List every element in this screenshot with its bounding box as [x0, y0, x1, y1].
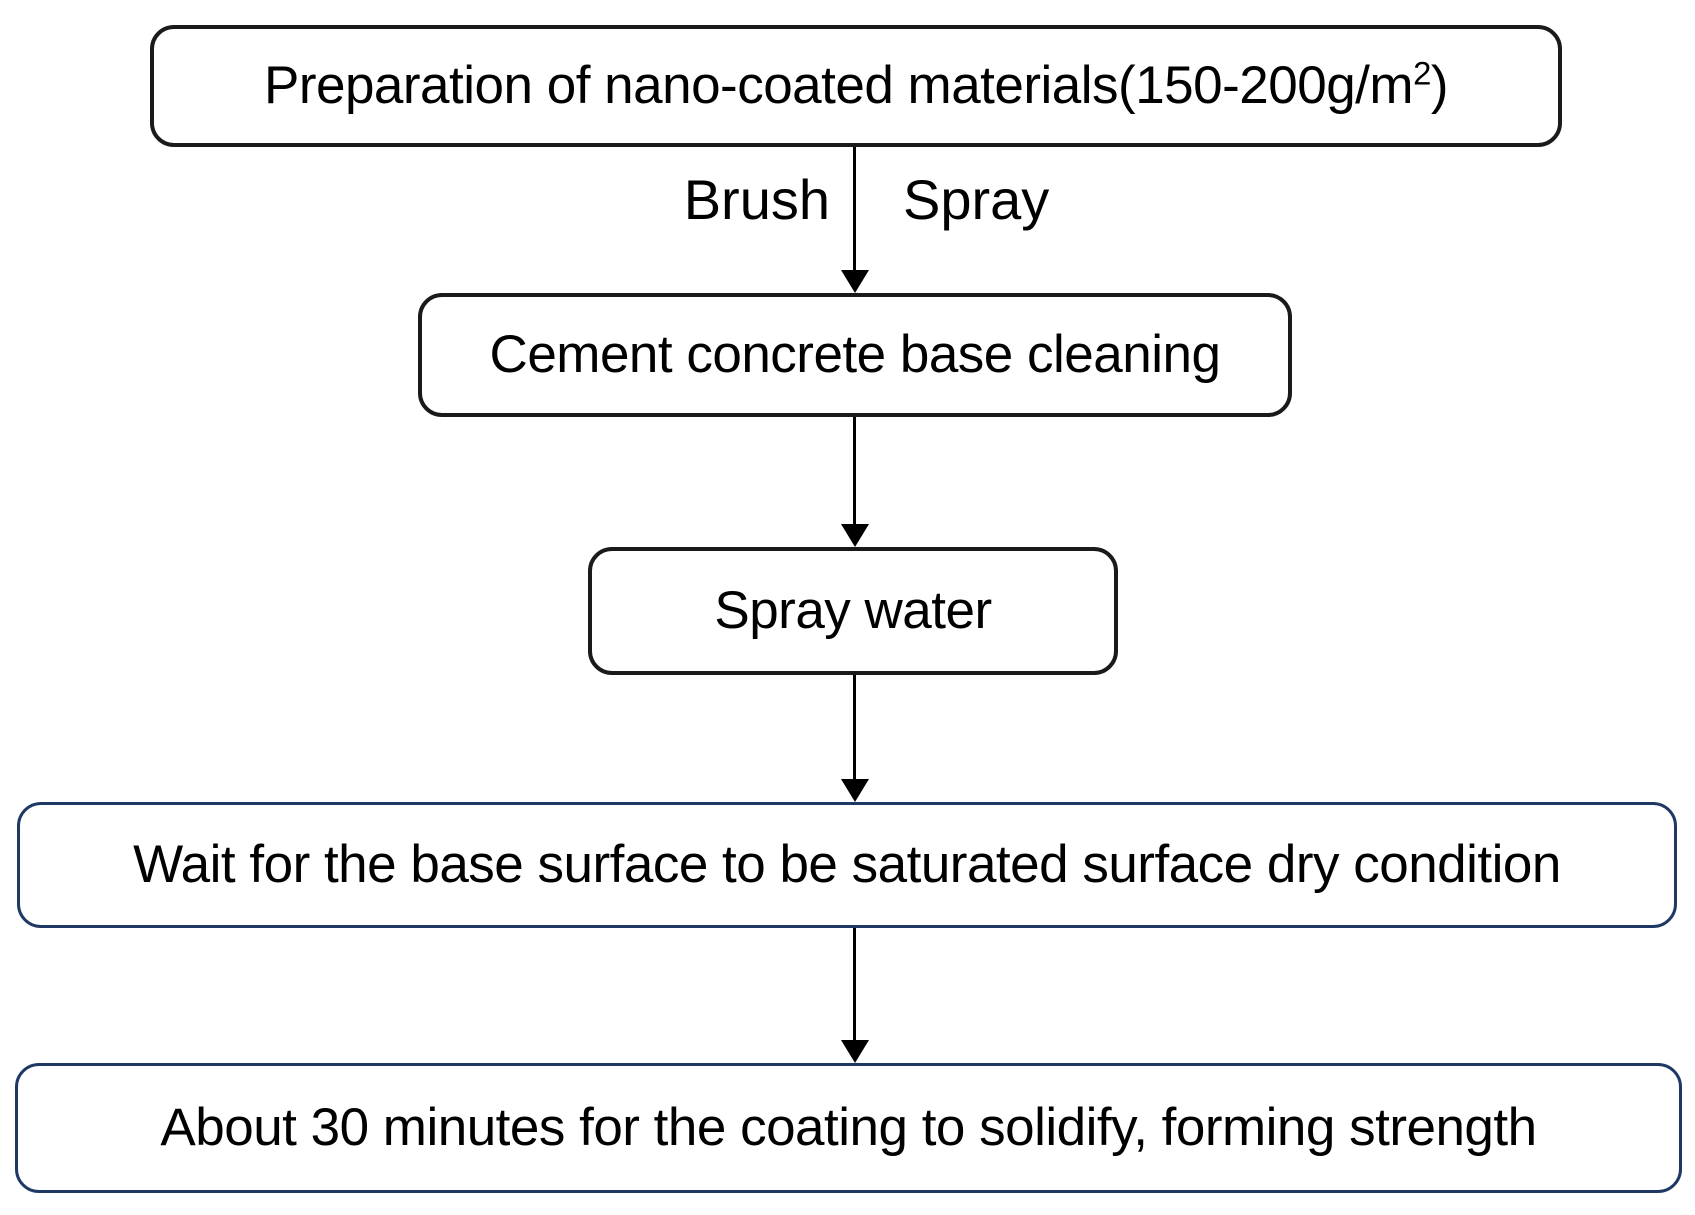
node-base-cleaning: Cement concrete base cleaning	[418, 293, 1292, 417]
connector-4-arrowhead	[841, 1040, 869, 1063]
connector-2-arrowhead	[841, 524, 869, 547]
connector-2-line	[853, 417, 856, 525]
edge-label-spray: Spray	[903, 168, 1050, 231]
node-solidify: About 30 minutes for the coating to soli…	[15, 1063, 1682, 1193]
connector-4-line	[853, 928, 856, 1041]
node-wait-saturated-label: Wait for the base surface to be saturate…	[133, 834, 1561, 894]
connector-3-arrowhead	[841, 779, 869, 802]
node-preparation: Preparation of nano-coated materials(150…	[150, 25, 1562, 147]
node-wait-saturated: Wait for the base surface to be saturate…	[17, 802, 1677, 928]
node-spray-water-label: Spray water	[714, 580, 992, 640]
node-preparation-label-superscript: 2	[1413, 54, 1431, 92]
connector-3-line	[853, 675, 856, 780]
node-spray-water: Spray water	[588, 547, 1118, 675]
node-base-cleaning-label: Cement concrete base cleaning	[489, 324, 1221, 384]
node-preparation-label: Preparation of nano-coated materials(150…	[263, 54, 1449, 115]
connector-1-line	[853, 147, 856, 272]
node-preparation-label-text: Preparation of nano-coated materials(150…	[263, 55, 1414, 115]
node-solidify-label: About 30 minutes for the coating to soli…	[160, 1097, 1537, 1157]
connector-1-arrowhead	[841, 270, 869, 293]
node-preparation-label-suffix: )	[1430, 55, 1449, 115]
edge-label-brush: Brush	[683, 168, 830, 231]
